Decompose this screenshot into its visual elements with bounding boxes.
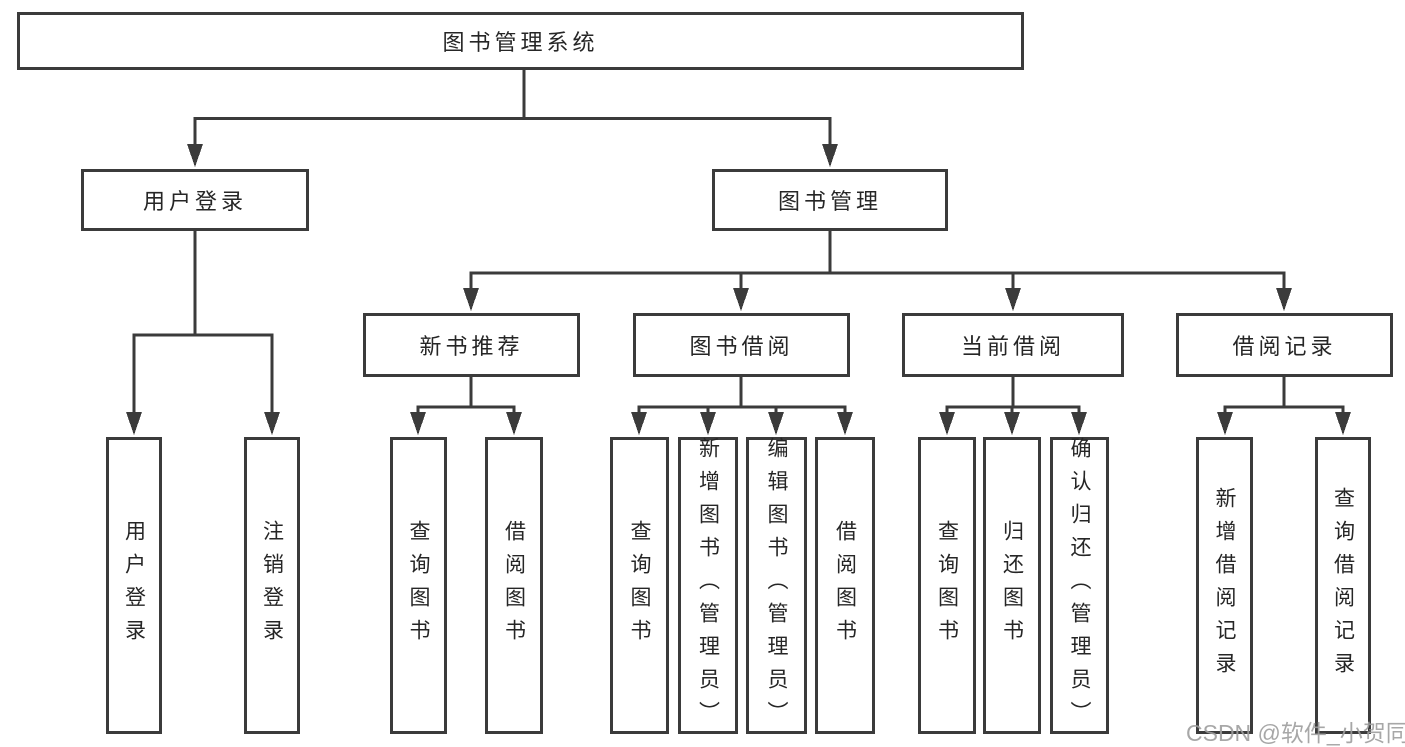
leaf-query-book-1-label: 查询图书 <box>407 519 430 652</box>
leaf-edit-book-admin-label: 编辑图书（管理员） <box>765 437 788 734</box>
leaf-borrow-book-1-label: 借阅图书 <box>502 519 526 652</box>
node-book-management-label: 图书管理 <box>777 189 882 214</box>
node-root: 图书管理系统 <box>17 12 1024 70</box>
connector-root-to-level2 <box>187 70 838 167</box>
node-book-borrow: 图书借阅 <box>633 313 850 377</box>
node-borrow-records-label: 借阅记录 <box>1232 334 1337 359</box>
leaf-logout-label: 注销登录 <box>260 519 284 652</box>
node-book-management: 图书管理 <box>712 169 948 231</box>
leaf-query-book-3-label: 查询图书 <box>935 519 959 652</box>
leaf-edit-book-admin: 编辑图书（管理员） <box>746 437 807 734</box>
leaf-return-book-label: 归还图书 <box>1000 519 1024 652</box>
node-borrow-records: 借阅记录 <box>1176 313 1393 377</box>
leaf-borrow-book-2: 借阅图书 <box>815 437 875 734</box>
leaf-user-login: 用户登录 <box>106 437 162 734</box>
leaf-query-book-3: 查询图书 <box>918 437 976 734</box>
leaf-query-book-2-label: 查询图书 <box>628 519 651 652</box>
connector-borrow-records-children <box>1217 377 1351 435</box>
node-new-book-recommend: 新书推荐 <box>363 313 580 377</box>
leaf-confirm-return-admin: 确认归还（管理员） <box>1050 437 1109 734</box>
node-user-login-label: 用户登录 <box>142 189 247 214</box>
leaf-confirm-return-admin-label: 确认归还（管理员） <box>1068 437 1091 734</box>
leaf-query-book-1: 查询图书 <box>390 437 447 734</box>
leaf-query-book-2: 查询图书 <box>610 437 669 734</box>
connector-book-management-children <box>463 231 1292 311</box>
node-current-borrow: 当前借阅 <box>902 313 1124 377</box>
leaf-user-login-label: 用户登录 <box>122 519 146 652</box>
node-root-label: 图书管理系统 <box>442 30 599 55</box>
csdn-watermark: CSDN @软件_小贺同学 <box>1186 720 1405 746</box>
leaf-add-book-admin: 新增图书（管理员） <box>678 437 738 734</box>
connector-new-book-children <box>410 377 522 435</box>
leaf-add-borrow-record-label: 新增借阅记录 <box>1213 486 1236 685</box>
leaf-query-borrow-record: 查询借阅记录 <box>1315 437 1371 734</box>
node-book-borrow-label: 图书借阅 <box>689 334 794 359</box>
connector-current-borrow-children <box>939 377 1087 435</box>
connector-user-login-children <box>126 231 280 435</box>
leaf-query-borrow-record-label: 查询借阅记录 <box>1331 486 1355 685</box>
leaf-add-book-admin-label: 新增图书（管理员） <box>696 437 720 734</box>
leaf-borrow-book-1: 借阅图书 <box>485 437 543 734</box>
connector-book-borrow-children <box>631 377 853 435</box>
leaf-return-book: 归还图书 <box>983 437 1041 734</box>
node-user-login: 用户登录 <box>81 169 309 231</box>
node-new-book-recommend-label: 新书推荐 <box>419 334 524 359</box>
leaf-add-borrow-record: 新增借阅记录 <box>1196 437 1253 734</box>
leaf-borrow-book-2-label: 借阅图书 <box>833 519 857 652</box>
node-current-borrow-label: 当前借阅 <box>960 334 1065 359</box>
leaf-logout: 注销登录 <box>244 437 300 734</box>
